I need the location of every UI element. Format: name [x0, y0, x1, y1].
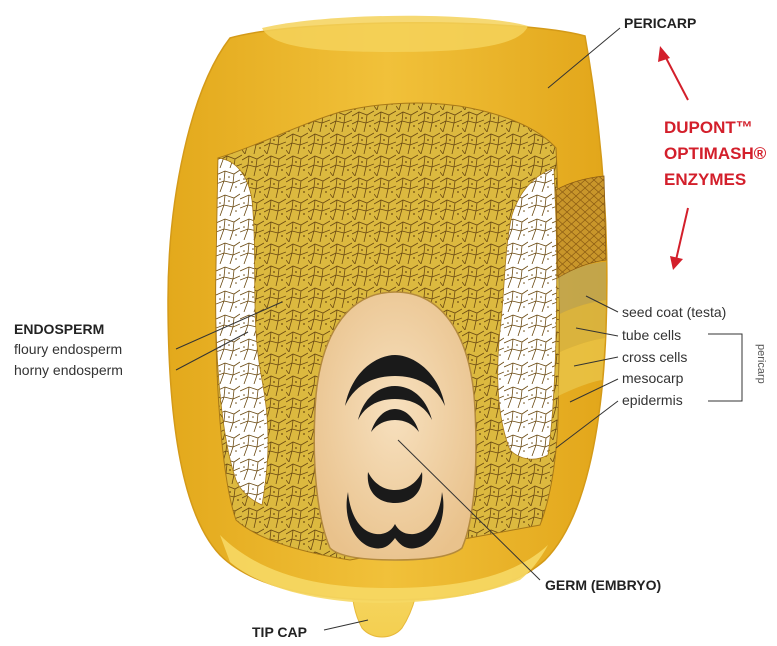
pericarp-bracket — [708, 334, 742, 401]
enzyme-arrowhead-up — [658, 46, 670, 62]
label-epidermis: epidermis — [622, 392, 683, 408]
label-enzymes: ENZYMES — [664, 170, 746, 189]
label-pericarp: PERICARP — [624, 15, 696, 31]
label-dupont: DUPONT™ — [664, 118, 753, 137]
label-cross-cells: cross cells — [622, 349, 687, 365]
germ-shape — [314, 292, 476, 560]
label-tube-cells: tube cells — [622, 327, 681, 343]
enzyme-arrow-up — [665, 56, 688, 100]
label-germ: GERM (EMBRYO) — [545, 577, 661, 593]
label-endosperm: ENDOSPERM — [14, 321, 104, 337]
label-optimash: OPTIMASH® — [664, 144, 767, 163]
enzyme-arrow-down — [676, 208, 688, 260]
label-floury-endosperm: floury endosperm — [14, 341, 122, 357]
label-pericarp-bracket: pericarp — [755, 344, 767, 384]
label-tip-cap: TIP CAP — [252, 624, 307, 640]
label-seed-coat: seed coat (testa) — [622, 304, 726, 320]
label-horny-endosperm: horny endosperm — [14, 362, 123, 378]
label-mesocarp: mesocarp — [622, 370, 684, 386]
enzyme-arrowhead-down — [670, 256, 683, 270]
